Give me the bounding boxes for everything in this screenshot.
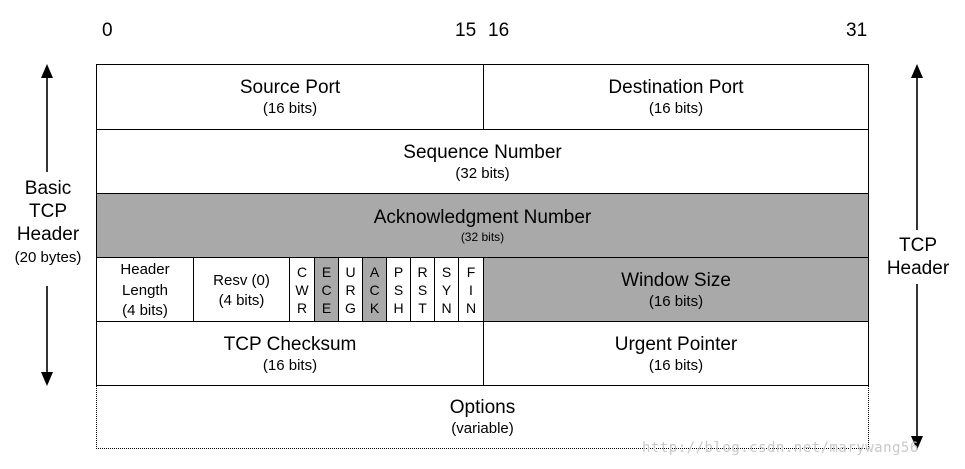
label-line: TCP <box>899 235 937 256</box>
label-line: Basic <box>24 178 72 199</box>
basic-header-arrow <box>41 64 53 386</box>
field-reserved: Resv (0) (4 bits) <box>193 257 289 321</box>
flag-cwr: C W R <box>289 257 314 321</box>
field-name: Destination Port <box>608 77 744 98</box>
field-size: (32 bits) <box>460 230 505 244</box>
field-acknowledgment-number: Acknowledgment Number (32 bits) <box>96 193 869 257</box>
flag-letter: G <box>345 299 356 316</box>
watermark: http://blog.csdn.net/marywang56 <box>642 440 919 456</box>
field-header-length: Header Length (4 bits) <box>96 257 193 321</box>
field-size: (16 bits) <box>262 356 318 374</box>
field-name: Sequence Number <box>403 141 562 163</box>
tcp-header-diagram: Source Port (16 bits) Destination Port (… <box>96 64 869 449</box>
field-name: Source Port <box>239 77 341 98</box>
flag-letter: C <box>321 281 332 298</box>
double-arrow-icon <box>911 64 923 450</box>
flag-letter: S <box>393 281 404 298</box>
field-name: Resv (0) <box>213 271 270 289</box>
bit-number-15: 15 <box>455 20 477 41</box>
double-arrow-icon <box>41 64 53 386</box>
flag-letter: W <box>295 281 309 298</box>
flag-rst: R S T <box>410 257 434 321</box>
flag-letter: F <box>466 263 476 280</box>
flag-letter: T <box>418 299 427 316</box>
flag-letter: U <box>345 263 356 280</box>
flag-letter: I <box>469 281 473 298</box>
flag-letter: E <box>321 263 332 280</box>
field-destination-port: Destination Port (16 bits) <box>483 64 869 129</box>
bit-number-31: 31 <box>846 20 868 41</box>
flag-fin: F I N <box>458 257 483 321</box>
field-name-line2: Length <box>122 282 168 299</box>
flag-letter: R <box>345 281 356 298</box>
bit-number-0: 0 <box>102 20 113 41</box>
flag-syn: S Y N <box>434 257 458 321</box>
field-size: (16 bits) <box>648 100 704 117</box>
field-name-line1: Header <box>120 261 170 278</box>
field-window-size: Window Size (16 bits) <box>483 257 869 321</box>
field-name: TCP Checksum <box>223 333 357 355</box>
field-name: Window Size <box>621 269 731 291</box>
basic-tcp-header-label: Basic TCP Header (20 bytes) <box>0 177 96 269</box>
field-size: (32 bits) <box>455 164 510 182</box>
label-line: TCP <box>29 201 67 222</box>
bit-number-16: 16 <box>488 20 510 41</box>
flag-letter: P <box>393 263 404 280</box>
label-line: Header <box>16 224 80 245</box>
label-line: Header <box>886 258 950 279</box>
field-size: (4 bits) <box>218 291 265 309</box>
field-size: (16 bits) <box>648 356 704 374</box>
field-size: (16 bits) <box>648 292 704 310</box>
flag-letter: H <box>393 299 404 316</box>
flag-letter: K <box>369 299 380 316</box>
label-line: (20 bytes) <box>14 249 82 266</box>
field-size: (4 bits) <box>122 302 168 319</box>
flag-letter: N <box>441 299 452 316</box>
flag-urg: U R G <box>338 257 362 321</box>
field-urgent-pointer: Urgent Pointer (16 bits) <box>483 321 869 385</box>
field-sequence-number: Sequence Number (32 bits) <box>96 129 869 193</box>
flag-psh: P S H <box>386 257 410 321</box>
flag-ack: A C K <box>362 257 386 321</box>
field-tcp-checksum: TCP Checksum (16 bits) <box>96 321 483 385</box>
field-size: (16 bits) <box>262 100 318 117</box>
flag-letter: R <box>417 263 428 280</box>
field-name: Acknowledgment Number <box>373 207 592 228</box>
flag-letter: A <box>369 263 380 280</box>
flag-letter: S <box>441 263 452 280</box>
flag-letter: S <box>417 281 428 298</box>
tcp-header-label: TCP Header <box>873 234 963 280</box>
flag-ece: E C E <box>314 257 338 321</box>
flag-letter: C <box>296 263 308 280</box>
flag-letter: C <box>369 281 380 298</box>
field-name: Urgent Pointer <box>614 333 738 355</box>
field-name: Options <box>449 397 516 418</box>
flag-letter: Y <box>441 281 452 298</box>
flag-letter: E <box>321 299 332 316</box>
field-source-port: Source Port (16 bits) <box>96 64 483 129</box>
field-options: Options (variable) <box>96 385 869 449</box>
field-size: (variable) <box>451 420 514 437</box>
flag-letter: N <box>465 299 477 316</box>
flag-letter: R <box>296 299 308 316</box>
tcp-header-arrow <box>911 64 923 450</box>
